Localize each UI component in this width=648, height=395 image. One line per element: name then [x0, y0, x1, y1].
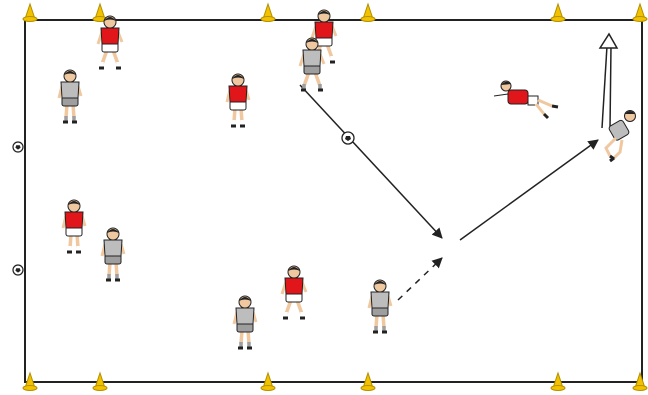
ball-icon: [342, 132, 354, 144]
cone-icon: [261, 4, 275, 22]
pitch-boundary: [25, 20, 642, 382]
cone-icon: [361, 4, 375, 22]
cone-icon: [551, 4, 565, 22]
side-balls-group: [13, 142, 23, 275]
ball-icon: [13, 142, 23, 152]
cone-icon: [633, 4, 647, 22]
cone-icon: [23, 4, 37, 22]
ball-icon: [13, 265, 23, 275]
